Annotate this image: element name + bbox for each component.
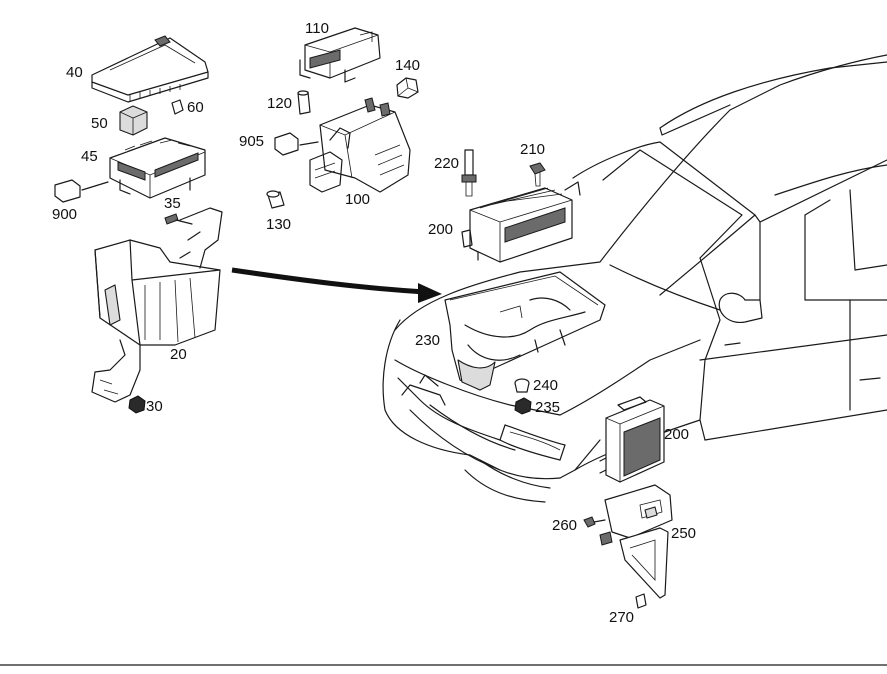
callout-240: 240 (533, 377, 559, 394)
callout-50: 50 (91, 115, 108, 132)
part-130-plug (266, 190, 285, 209)
callout-60: 60 (187, 99, 204, 116)
callout-905: 905 (239, 133, 265, 150)
part-200-ecu-upper (461, 187, 573, 263)
callout-30: 30 (146, 398, 163, 415)
part-210-screw (529, 162, 546, 187)
callout-900: 900 (52, 206, 78, 223)
callout-200-lower: 200 (664, 426, 690, 443)
callout-120: 120 (267, 95, 293, 112)
callout-230: 230 (415, 332, 441, 349)
callout-140: 140 (395, 57, 421, 74)
part-45-fuse-block (109, 137, 206, 199)
part-240-grommet (514, 378, 530, 393)
part-200-ecu-lower (599, 396, 665, 483)
part-220-bolt (461, 149, 477, 197)
part-140-nut (396, 77, 419, 99)
part-270-clip (635, 593, 647, 609)
callout-110: 110 (305, 20, 329, 37)
callout-235: 235 (535, 399, 561, 416)
callout-220: 220 (434, 155, 460, 172)
part-260-screw (583, 516, 606, 528)
part-30-nut (128, 395, 146, 414)
part-20-housing (91, 207, 223, 403)
part-100-module (309, 97, 411, 193)
callout-45: 45 (81, 148, 98, 165)
callout-200-upper: 200 (428, 221, 454, 238)
part-110-connector (299, 27, 381, 83)
callout-130: 130 (266, 216, 292, 233)
callout-20: 20 (170, 346, 187, 363)
callout-210: 210 (520, 141, 546, 158)
part-50-relay (119, 105, 148, 136)
callout-100: 100 (345, 191, 371, 208)
part-230-tray (444, 271, 606, 391)
part-250-bracket (599, 484, 673, 599)
callout-260: 260 (552, 517, 578, 534)
callout-270: 270 (609, 609, 635, 626)
pointer-arrow (231, 267, 442, 303)
part-900-tag (54, 179, 109, 203)
callout-40: 40 (66, 64, 83, 81)
part-905-tag (274, 132, 319, 156)
part-35-screw (164, 213, 193, 225)
part-60-clip (171, 99, 184, 115)
part-120-pin (297, 90, 311, 115)
callout-35: 35 (164, 195, 181, 212)
part-235-nut (514, 397, 532, 415)
part-40-cover (91, 35, 209, 103)
callout-250: 250 (671, 525, 697, 542)
